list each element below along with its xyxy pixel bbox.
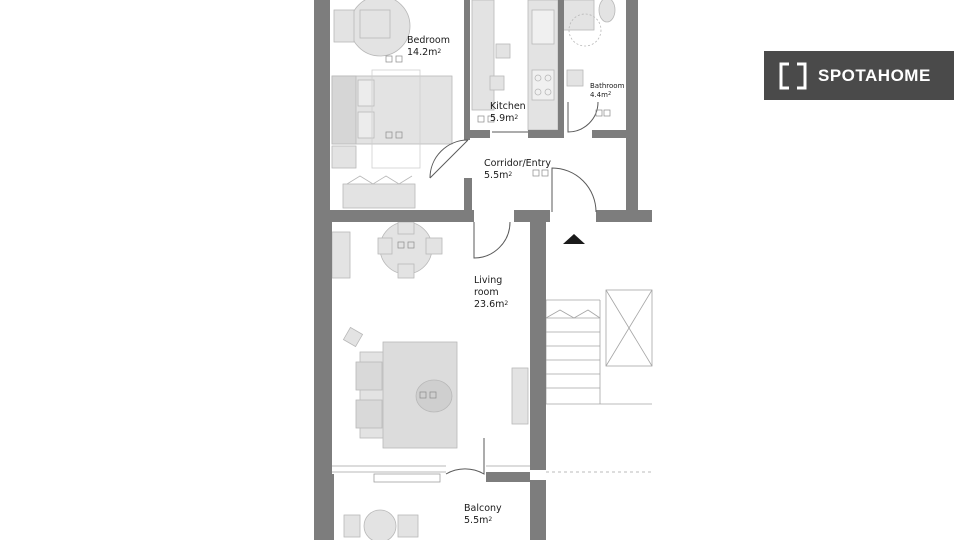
room-name: Bedroom [407, 35, 450, 46]
room-label-bathroom: Bathroom 4.4m2 [590, 82, 624, 100]
dining-chair [397, 221, 415, 235]
bed-pillow-top [357, 79, 375, 107]
room-area: 5.5m2 [484, 170, 513, 181]
room-area: 23.6m2 [474, 299, 509, 310]
room-name: Corridor/Entry [484, 158, 551, 169]
sideboard [331, 231, 351, 279]
balcony-window [332, 465, 530, 483]
stove-burner [534, 74, 542, 82]
bedroom-rug [371, 69, 421, 169]
bedroom-nightstand [331, 145, 357, 169]
stove-burner [544, 74, 552, 82]
balcony-furniture [343, 509, 419, 540]
room-label-kitchen: Kitchen 5.9m2 [490, 101, 526, 125]
door-balcony [445, 438, 485, 475]
bedroom-armchair [359, 9, 391, 39]
wall-left-balcony [314, 474, 334, 540]
sofa-cushion [355, 399, 383, 429]
balcony-chair [343, 514, 361, 538]
spotahome-logo: SPOTAHOME [764, 51, 954, 100]
room-area: 5.5m2 [464, 515, 493, 526]
room-name-line1: Living [474, 275, 503, 286]
wall-stair-left-lower [530, 480, 546, 540]
bathroom-fixtures [561, 0, 616, 87]
living-room-furniture [331, 221, 529, 449]
dining-chair [377, 237, 393, 255]
door-entry [551, 167, 597, 213]
electrical-symbols [385, 55, 611, 399]
staircase [545, 289, 653, 473]
door-bedroom [429, 139, 469, 179]
coffee-table [415, 379, 453, 413]
dining-chair [425, 237, 443, 255]
room-label-corridor: Corridor/Entry 5.5m2 [484, 158, 551, 182]
bedroom-furniture [331, 0, 453, 209]
wall-left-upper [314, 0, 330, 212]
dining-chair [397, 263, 415, 279]
wall-left-lower [314, 212, 332, 474]
wall-kitchen-bottom-right [528, 130, 564, 138]
wall-bedroom-corridor [464, 178, 472, 218]
kitchen-cabinet-left [471, 0, 495, 111]
room-name-line2: room [474, 287, 499, 298]
room-label-bedroom: Bedroom 14.2m2 [407, 35, 450, 59]
brand-name: SPOTAHOME [818, 65, 931, 85]
toilet [598, 0, 616, 23]
kitchen-furniture [471, 0, 559, 131]
balcony-chair [397, 514, 419, 538]
bracket-square-icon [779, 62, 807, 89]
wall-balcony-top [486, 472, 530, 482]
bedroom-chair-left [333, 9, 355, 43]
room-name: Kitchen [490, 101, 526, 112]
wall-right-upper [626, 0, 638, 222]
balcony-table [363, 509, 397, 540]
armchair-small [342, 326, 364, 348]
door-living [473, 221, 511, 259]
bed-pillow-bottom [357, 111, 375, 139]
room-name: Bathroom [590, 82, 625, 90]
room-area: 14.2m2 [407, 47, 442, 58]
wall-stair-left [530, 222, 546, 470]
walls [314, 0, 652, 540]
stove-burner [534, 88, 542, 96]
doors [429, 101, 599, 475]
stove-burner [544, 88, 552, 96]
door-bathroom [567, 101, 599, 133]
bedroom-dresser-detail [346, 175, 413, 185]
tv-cabinet [511, 367, 529, 425]
sofa-cushion [355, 361, 383, 391]
bed-headboard [331, 75, 357, 145]
kitchen-sink [531, 9, 555, 45]
room-name: Balcony [464, 503, 502, 514]
wall-bath-bottom [592, 130, 628, 138]
wall-kitchen-bottom [470, 130, 490, 138]
kitchen-stove [531, 69, 555, 101]
room-label-living: Living room 23.6m2 [474, 275, 508, 311]
wall-bedroom-bottom [314, 210, 474, 222]
room-area: 4.4m2 [590, 91, 612, 99]
kitchen-stool [495, 43, 511, 59]
entrance-arrow-icon [563, 234, 585, 244]
wall-bedroom-kitchen [464, 0, 470, 140]
room-label-balcony: Balcony 5.5m2 [464, 503, 502, 527]
shower-arc [568, 13, 602, 47]
room-area: 5.9m2 [490, 113, 519, 124]
bathtub [561, 0, 595, 31]
wall-kitchen-right [558, 0, 564, 132]
wall-corridor-bottom [514, 210, 550, 222]
washbasin [566, 69, 584, 87]
bedroom-dresser [342, 183, 416, 209]
wall-corridor-bottom-right [596, 210, 652, 222]
kitchen-stool [489, 75, 505, 91]
